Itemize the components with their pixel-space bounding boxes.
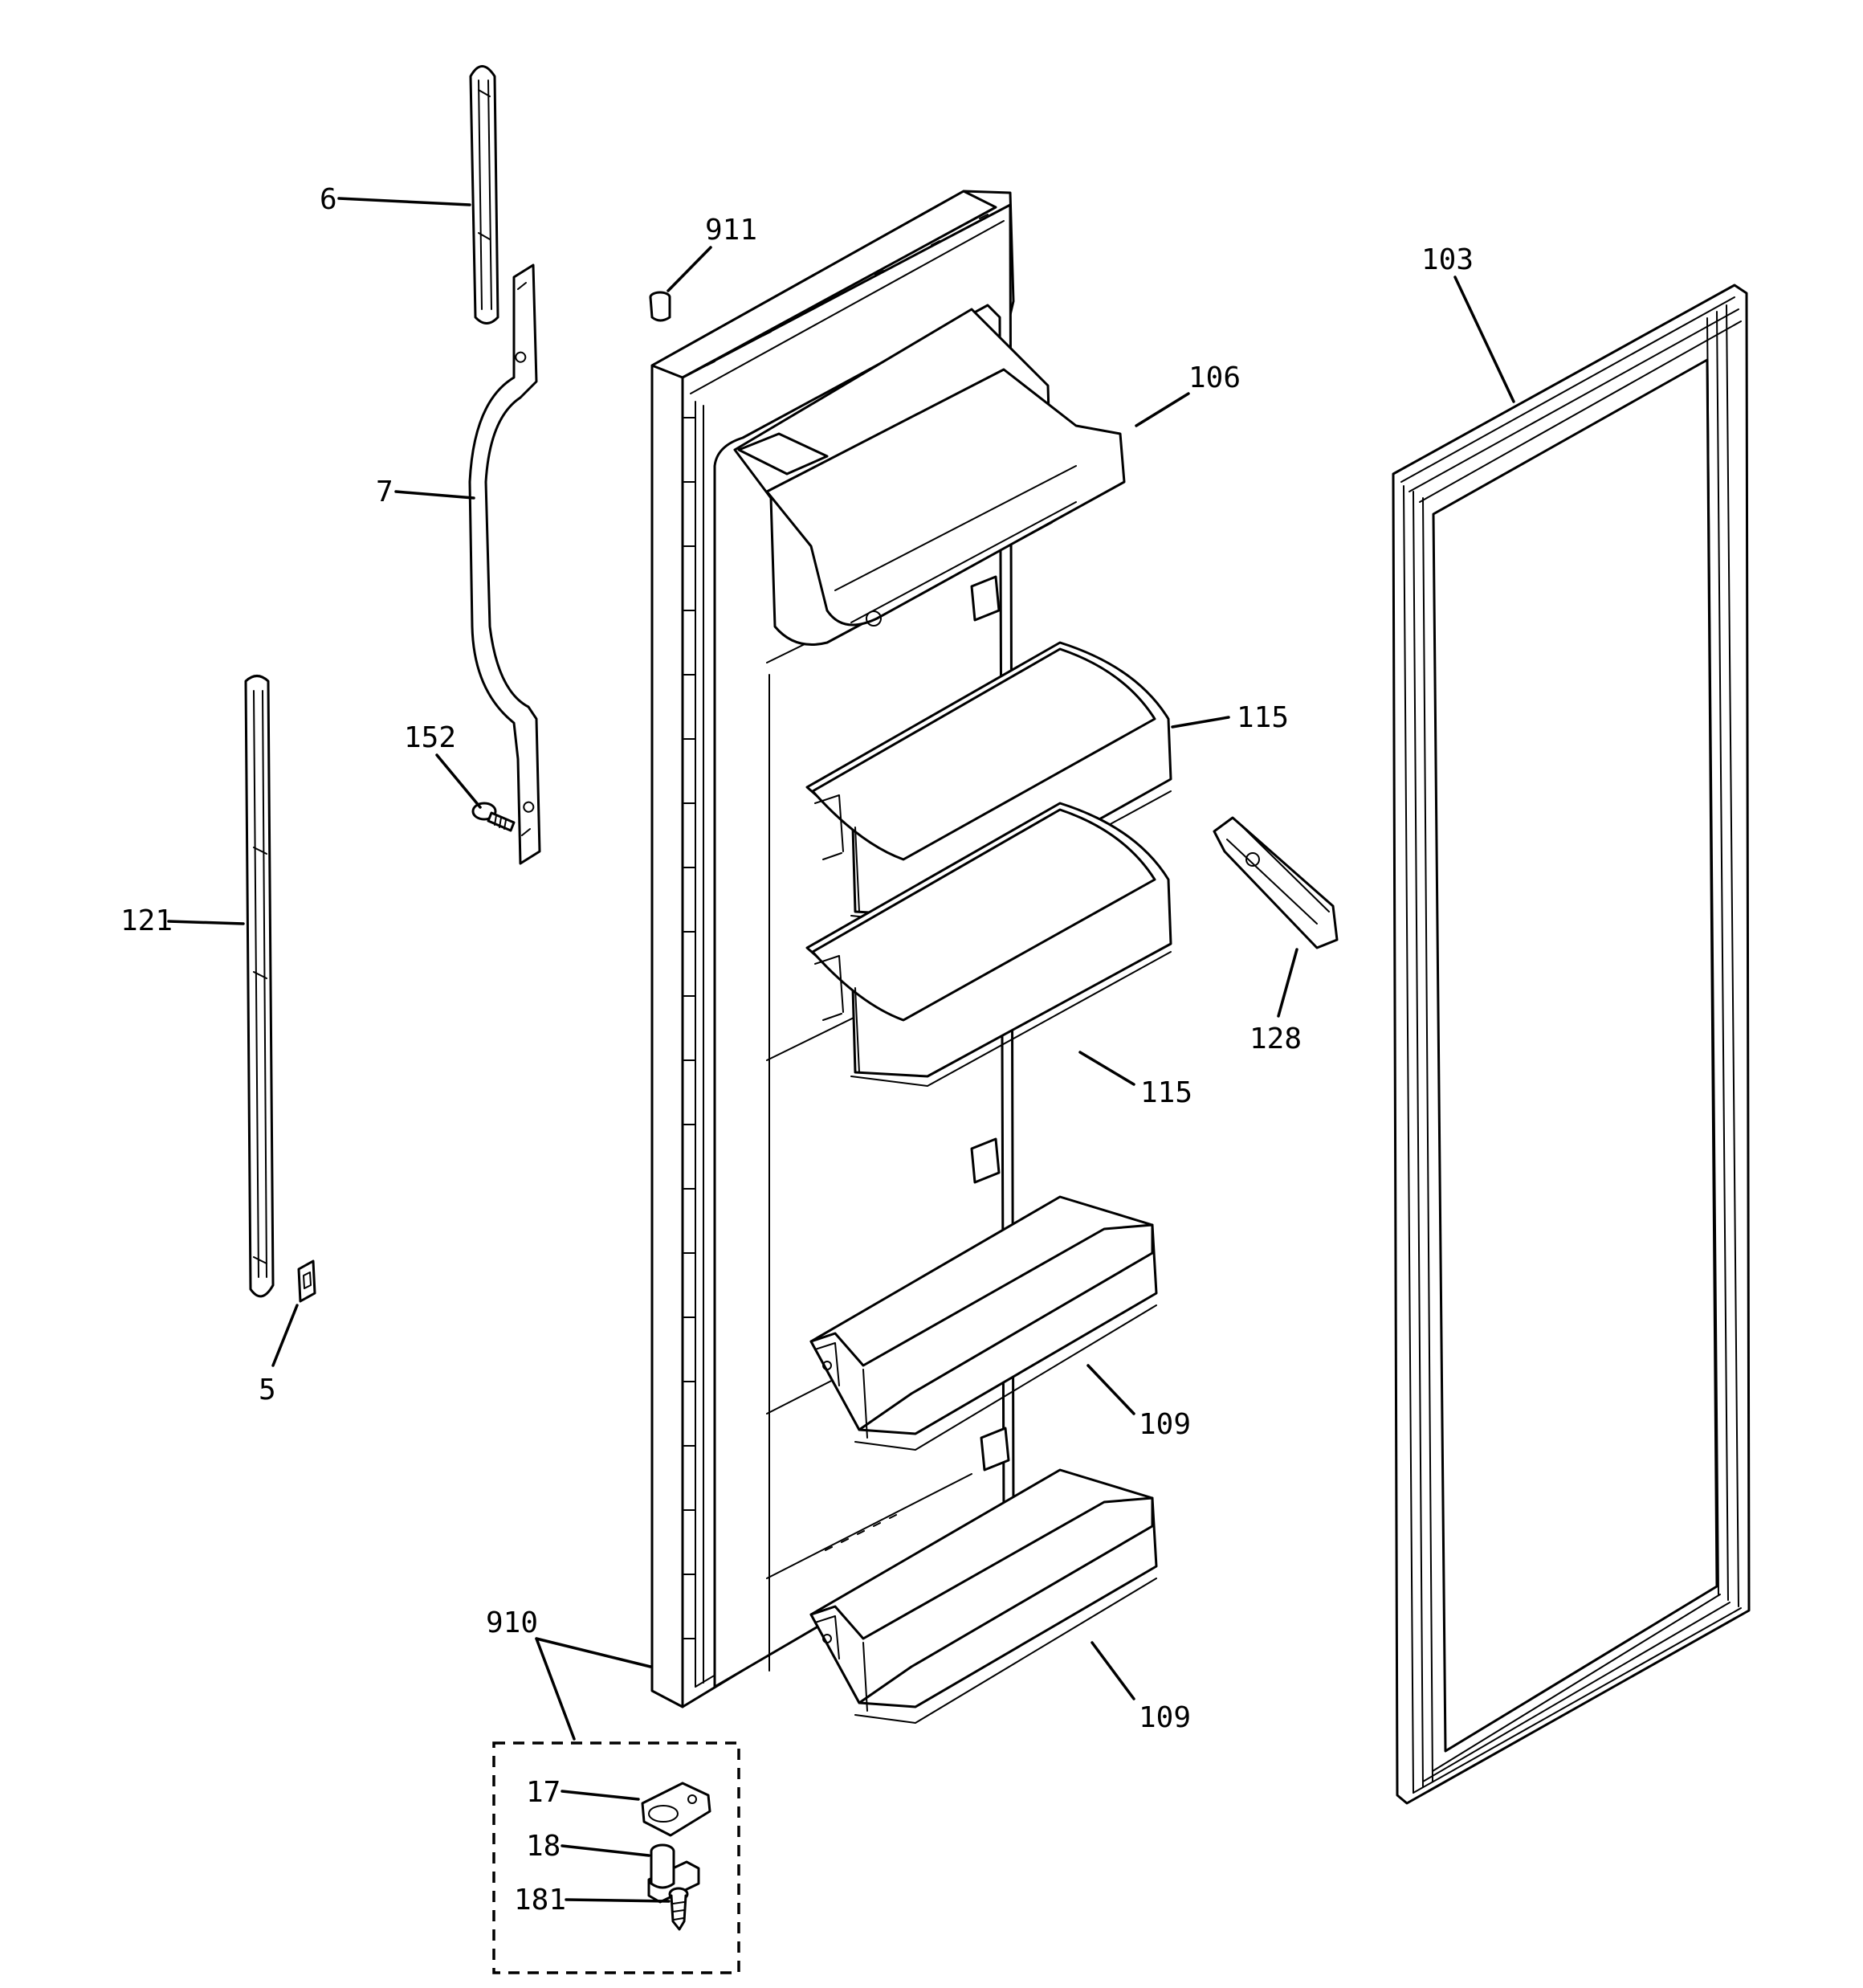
part-5-trim-end-cap — [297, 1259, 316, 1303]
callout-115a: 115 — [1237, 701, 1289, 734]
callout-152: 152 — [404, 721, 456, 754]
leader-910a — [535, 1637, 652, 1668]
callout-128: 128 — [1249, 1023, 1302, 1055]
callout-911: 911 — [705, 214, 757, 247]
callout-5: 5 — [259, 1374, 276, 1406]
part-910-hinge-kit — [492, 1741, 740, 1974]
callout-7: 7 — [376, 476, 393, 508]
part-181-hinge-screw — [668, 1887, 689, 1931]
leader-121 — [167, 920, 245, 925]
leader-7 — [394, 490, 475, 500]
part-121-door-trim-side — [244, 675, 275, 1298]
part-109-door-bin-lower-b — [809, 1468, 1158, 1724]
leader-5 — [271, 1304, 299, 1367]
part-911-door-plug — [649, 291, 671, 322]
part-103-door-gasket — [1392, 284, 1751, 1805]
leader-17 — [561, 1790, 640, 1801]
part-18-hinge-pin — [647, 1843, 700, 1904]
callout-121: 121 — [120, 904, 173, 937]
leader-115b — [1078, 1051, 1135, 1086]
callout-6: 6 — [320, 183, 337, 216]
leader-103 — [1453, 276, 1515, 403]
leader-18 — [561, 1844, 650, 1857]
callout-910: 910 — [486, 1606, 538, 1639]
leader-109a — [1086, 1364, 1135, 1415]
leader-911 — [667, 246, 712, 292]
callout-109a: 109 — [1139, 1408, 1191, 1441]
leader-lines — [167, 197, 1515, 1903]
callout-109b: 109 — [1139, 1701, 1191, 1734]
leader-152 — [435, 753, 482, 809]
leader-6 — [337, 197, 471, 206]
callout-labels: 6 7 911 103 106 152 115 121 128 115 5 10… — [120, 183, 1474, 1917]
leader-128 — [1277, 948, 1298, 1018]
part-7-door-handle — [468, 263, 541, 865]
part-128-bin-end-cap — [1213, 816, 1339, 949]
leader-115a — [1171, 716, 1230, 729]
callout-103: 103 — [1421, 243, 1474, 276]
leader-106 — [1135, 392, 1190, 427]
part-17-hinge-bracket — [641, 1782, 711, 1837]
callout-181: 181 — [514, 1884, 566, 1917]
part-106-dairy-door — [733, 308, 1126, 646]
part-109-door-bin-lower-a — [809, 1195, 1158, 1451]
callout-106: 106 — [1188, 361, 1241, 394]
part-115-door-bin-upper-b — [805, 802, 1172, 1087]
leader-181 — [565, 1898, 671, 1903]
hinge-kit-dashed-box — [492, 1741, 740, 1974]
callout-17: 17 — [526, 1776, 561, 1809]
part-115-door-bin-upper-a — [805, 641, 1172, 925]
leader-109b — [1090, 1641, 1135, 1700]
callout-18: 18 — [526, 1830, 561, 1863]
callout-115b: 115 — [1140, 1076, 1192, 1109]
leader-910b — [535, 1637, 576, 1741]
part-6-door-trim-top — [469, 65, 499, 325]
